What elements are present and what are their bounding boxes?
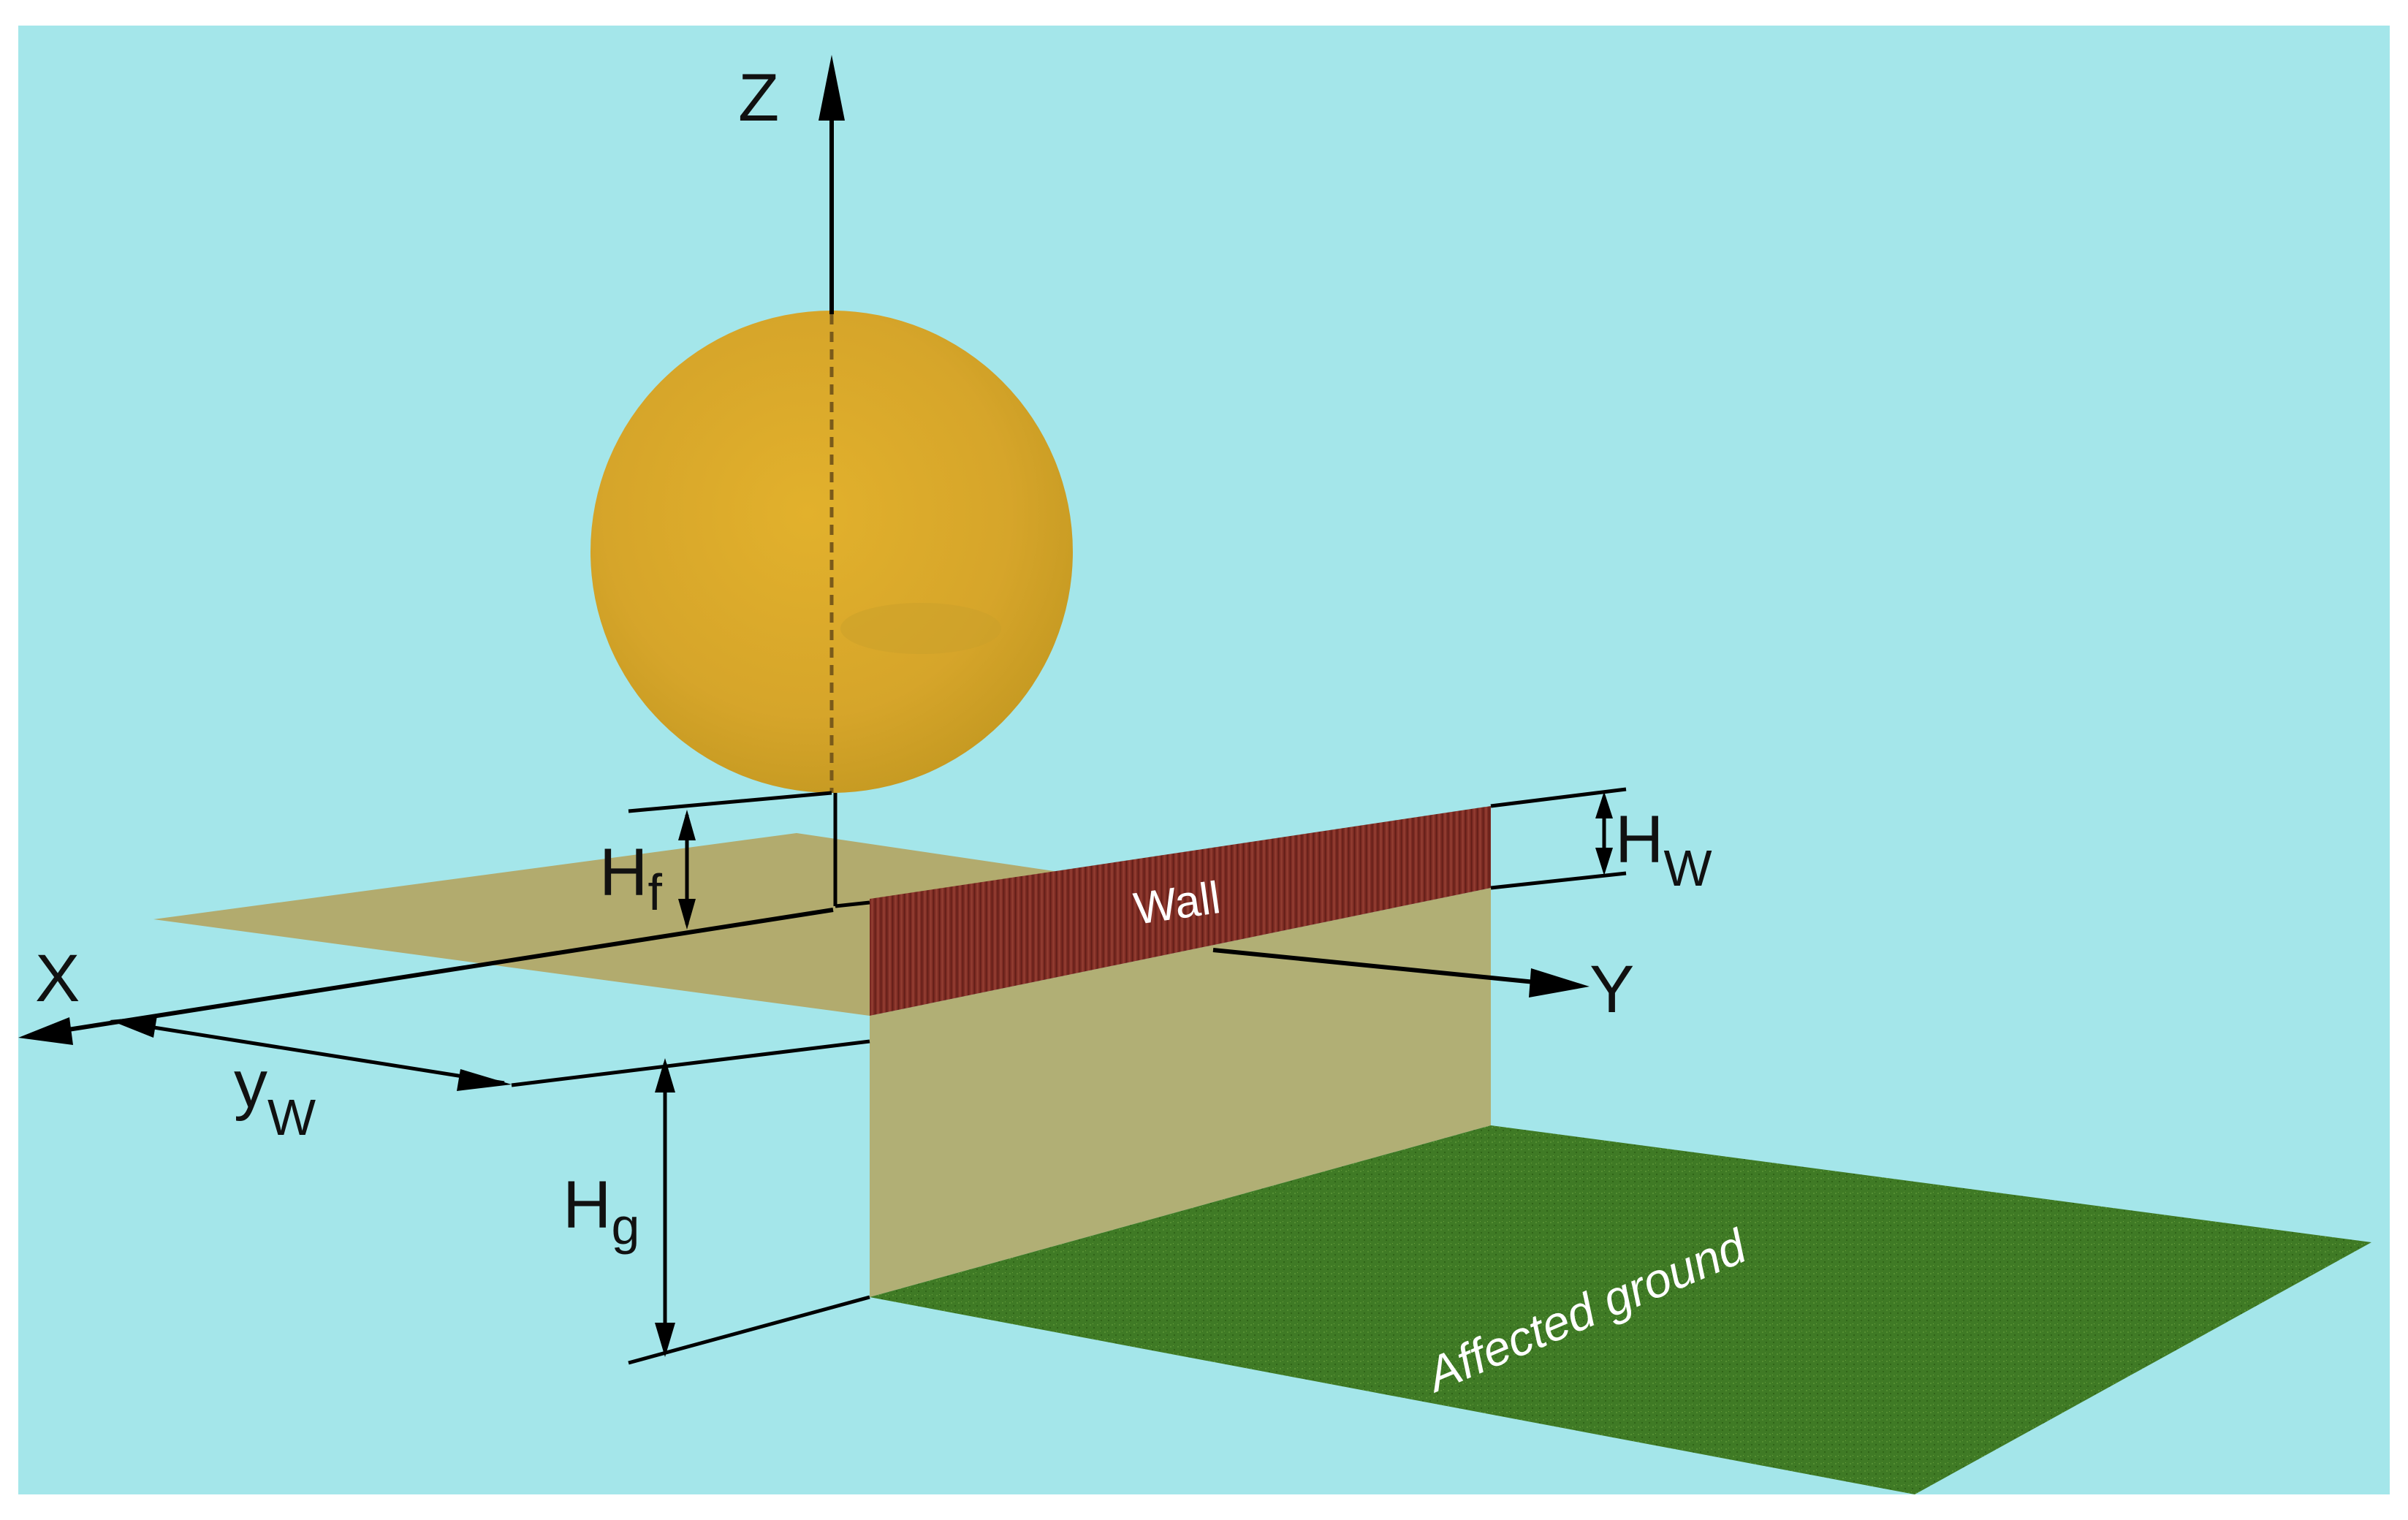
hg-arrow-down-icon	[655, 1323, 675, 1357]
yw-label: yW	[234, 1047, 316, 1146]
hw-label: HW	[1615, 802, 1712, 897]
hw-ext-top	[1490, 787, 1627, 808]
hf-ext-top	[628, 791, 832, 813]
hw-arrow-up-icon	[1595, 791, 1613, 818]
y-axis-label: Y	[1589, 952, 1634, 1027]
hg-ext-top	[511, 1039, 870, 1087]
origin-corner	[835, 900, 870, 908]
affected-ground	[870, 1125, 2371, 1494]
y-axis-arrow-icon	[1529, 968, 1589, 997]
hw-arrow-down-icon	[1595, 848, 1613, 875]
hg-ext-bottom	[628, 1295, 870, 1365]
yw-arrow-left-icon	[110, 1016, 157, 1038]
wall-label: Wall	[1131, 873, 1223, 935]
x-axis-label: X	[35, 941, 80, 1016]
drop-face	[870, 888, 1491, 1297]
hw-label-main: H	[1615, 802, 1663, 877]
hg-label: Hg	[563, 1168, 639, 1255]
hf-label: Hf	[599, 835, 662, 921]
yw-dimension	[116, 1019, 505, 1085]
hf-arrow-up-icon	[678, 810, 696, 840]
x-axis	[39, 908, 834, 1036]
yw-arrow-right-icon	[457, 1069, 512, 1091]
hf-label-sub: f	[647, 864, 662, 921]
y-axis	[1212, 948, 1543, 985]
fireball-shade	[840, 603, 1001, 654]
hg-label-main: H	[563, 1168, 611, 1242]
hf-arrow-down-icon	[678, 899, 696, 930]
x-axis-arrow-icon	[18, 1017, 73, 1045]
z-axis-label: Z	[738, 61, 779, 135]
hg-arrow-up-icon	[655, 1058, 675, 1092]
wall	[870, 806, 1491, 1016]
yw-label-sub: W	[267, 1089, 316, 1146]
hw-ext-bottom	[1490, 871, 1627, 890]
z-axis-arrow-icon	[819, 55, 845, 121]
hw-label-sub: W	[1663, 840, 1712, 897]
yw-label-main: y	[234, 1047, 267, 1122]
hf-label-main: H	[599, 835, 647, 910]
hg-label-sub: g	[611, 1198, 639, 1255]
